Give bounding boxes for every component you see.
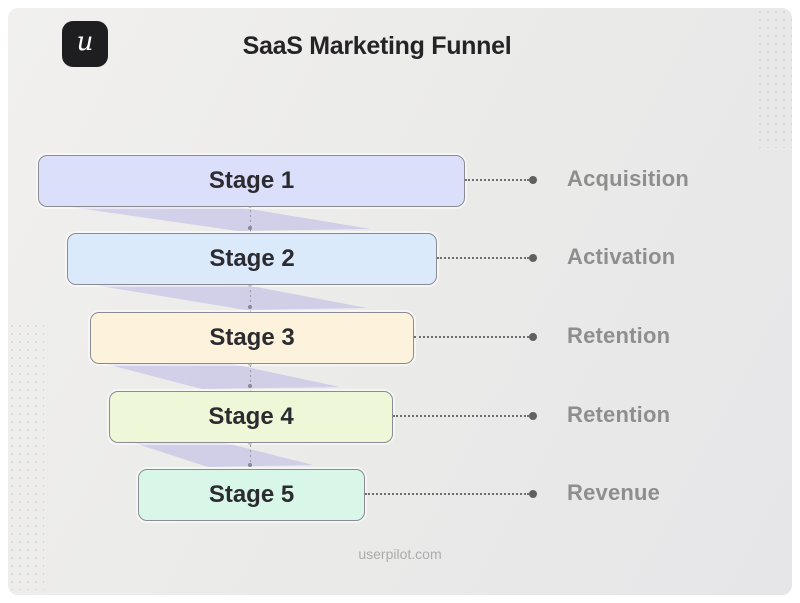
connector-stage4-stage5	[131, 442, 313, 467]
annotation-retention-1: Retention	[567, 323, 671, 348]
dot-grid-pattern-top-right	[756, 8, 792, 148]
leader-line-1	[465, 179, 529, 181]
stage-label: Stage 2	[209, 245, 295, 272]
line-endpoint-dot	[248, 384, 252, 388]
leader-line-2	[437, 257, 529, 259]
leader-line-4	[393, 415, 529, 417]
connector-stage1-stage2	[63, 206, 371, 231]
annotation-retention-2: Retention	[567, 402, 671, 427]
stage-box-5: Stage 5	[138, 469, 365, 521]
line-endpoint-dot	[248, 283, 252, 287]
line-endpoint-dot	[248, 362, 252, 366]
annotation-revenue: Revenue	[567, 480, 661, 505]
connector-stage3-stage4	[102, 363, 340, 389]
leader-line-5	[365, 493, 529, 495]
leader-bullet-5	[529, 490, 537, 498]
stage-label: Stage 4	[208, 403, 294, 430]
connector-stage2-stage3	[88, 284, 367, 310]
watermark: userpilot.com	[358, 546, 442, 562]
leader-bullet-4	[529, 412, 537, 420]
line-endpoint-dot	[248, 305, 252, 309]
line-endpoint-dot	[248, 463, 252, 467]
canvas-background: u SaaS Marketing Funnel Stage 1 Stage 2 …	[8, 8, 792, 595]
stage-label: Stage 5	[208, 481, 295, 508]
stage-box-2: Stage 2	[67, 233, 437, 285]
dot-grid-pattern-bottom-left	[8, 322, 44, 590]
line-endpoint-dot	[248, 226, 252, 230]
annotation-acquisition: Acquisition	[567, 166, 689, 191]
logo-letter: u	[76, 27, 94, 57]
page-title: SaaS Marketing Funnel	[242, 32, 512, 60]
stage-box-3: Stage 3	[90, 312, 414, 364]
annotation-activation: Activation	[567, 244, 676, 269]
line-endpoint-dot	[248, 441, 252, 445]
leader-line-3	[414, 336, 529, 338]
stage-box-4: Stage 4	[109, 391, 393, 443]
leader-bullet-1	[529, 176, 537, 184]
stage-label: Stage 3	[209, 324, 295, 351]
stage-box-1: Stage 1	[38, 155, 465, 207]
leader-bullet-2	[529, 254, 537, 262]
leader-bullet-3	[529, 333, 537, 341]
userpilot-logo: u	[62, 21, 108, 67]
stage-label: Stage 1	[208, 167, 295, 194]
funnel-connector-ribbons	[63, 206, 371, 467]
